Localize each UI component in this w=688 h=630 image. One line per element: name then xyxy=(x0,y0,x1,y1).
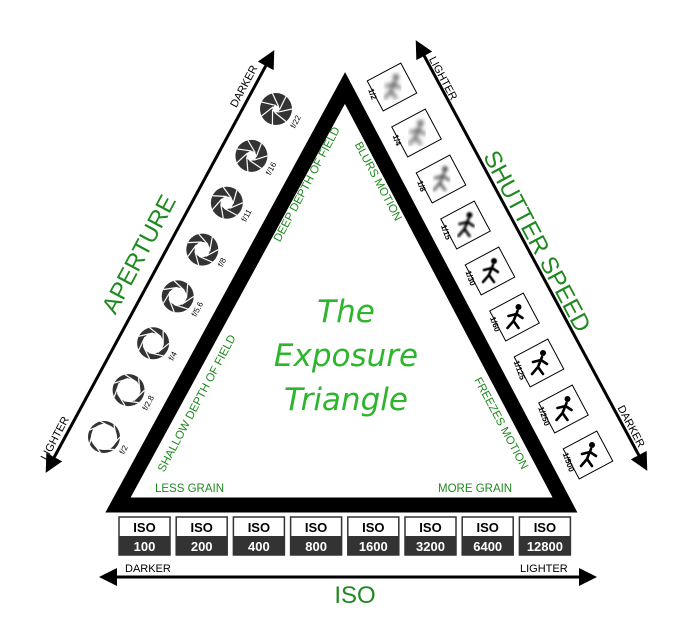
iso-value: 800 xyxy=(305,539,327,554)
title-line-3: Triangle xyxy=(284,382,408,418)
title-line-1: The xyxy=(317,294,375,330)
aperture-icon xyxy=(161,280,195,313)
shutter-speed-frame xyxy=(513,338,565,388)
aperture-arrow xyxy=(45,50,275,473)
iso-value: 100 xyxy=(134,539,156,554)
aperture-stop-label: f/22 xyxy=(289,113,303,129)
title-line-2: Exposure xyxy=(274,338,418,374)
shutter-speed-value: 1/4 xyxy=(391,133,403,147)
iso-box-label: ISO xyxy=(305,520,327,535)
aperture-stop-label: f/4 xyxy=(167,350,179,363)
iso-box: ISO 12800 xyxy=(518,516,572,556)
iso-box-label: ISO xyxy=(133,520,155,535)
iso-value: 3200 xyxy=(416,539,445,554)
aperture-icon xyxy=(88,420,121,453)
aperture-icon xyxy=(235,139,268,172)
shutter-speed-frame xyxy=(366,62,418,112)
iso-box-label: ISO xyxy=(362,520,384,535)
aperture-icon xyxy=(112,374,145,407)
aperture-icon xyxy=(260,93,293,125)
aperture-stop-label: f/8 xyxy=(216,256,228,269)
aperture-stop-label: f/2 xyxy=(118,443,130,456)
iso-box-label: ISO xyxy=(419,520,441,535)
aperture-icon xyxy=(210,186,244,219)
shutter-speed-frame xyxy=(538,384,589,434)
iso-box: ISO 100 xyxy=(118,516,171,556)
iso-box-label: ISO xyxy=(248,520,270,535)
shutter-speed-value: 1/8 xyxy=(415,179,427,193)
shutter-speed-frame xyxy=(464,246,516,296)
iso-box: ISO 800 xyxy=(289,516,343,556)
running-figure-icon xyxy=(506,304,524,330)
iso-value: 400 xyxy=(248,539,270,554)
running-figure-icon xyxy=(481,258,500,284)
iso-value: 200 xyxy=(191,539,213,554)
iso-box: ISO 1600 xyxy=(347,516,400,556)
iso-lighter-label: LIGHTER xyxy=(520,563,568,575)
shutter-speed-frame xyxy=(415,154,467,204)
iso-box-label: ISO xyxy=(190,520,212,535)
less-grain-label: LESS GRAIN xyxy=(155,483,224,495)
aperture-icon xyxy=(186,233,219,266)
aperture-stop-label: f/11 xyxy=(240,207,254,223)
running-figure-icon xyxy=(432,166,451,192)
shutter-speed-frame xyxy=(440,200,491,250)
iso-box-label: ISO xyxy=(476,520,498,535)
shutter-arrow xyxy=(415,40,648,471)
more-grain-label: MORE GRAIN xyxy=(438,483,512,495)
iso-label: ISO xyxy=(334,582,375,609)
running-figure-icon xyxy=(457,212,475,238)
shutter-speed-frame xyxy=(562,430,614,480)
running-figure-icon xyxy=(408,120,426,146)
shutter-lighter-label: LIGHTER xyxy=(426,55,459,103)
shutter-speed-frame xyxy=(391,108,442,158)
running-figure-icon xyxy=(383,74,402,100)
iso-box: ISO 200 xyxy=(175,516,228,556)
shutter-speed-value: 1/2 xyxy=(366,87,378,101)
running-figure-icon xyxy=(555,396,573,422)
iso-box-label: ISO xyxy=(534,520,556,535)
iso-value: 12800 xyxy=(527,539,563,554)
aperture-stop-label: f/16 xyxy=(264,160,278,176)
iso-box: ISO 400 xyxy=(232,516,286,556)
running-figure-icon xyxy=(579,442,598,468)
iso-value: 1600 xyxy=(359,539,388,554)
iso-box: ISO 3200 xyxy=(404,516,457,556)
iso-darker-label: DARKER xyxy=(125,563,171,575)
aperture-icon xyxy=(137,327,170,360)
running-figure-icon xyxy=(530,350,549,376)
iso-box: ISO 6400 xyxy=(461,516,514,556)
iso-value: 6400 xyxy=(473,539,502,554)
shutter-speed-frame xyxy=(489,292,540,342)
